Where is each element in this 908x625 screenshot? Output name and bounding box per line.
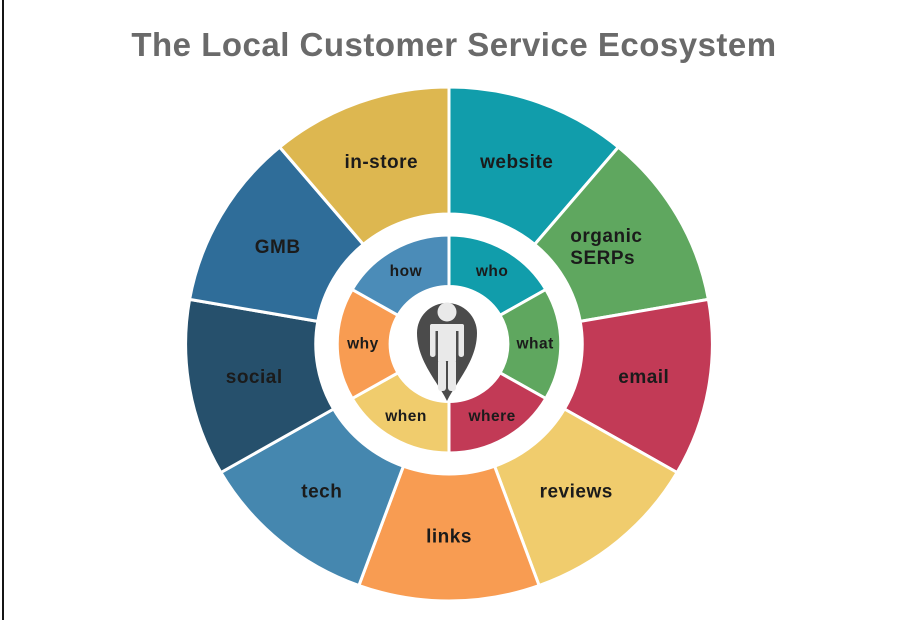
inner-segment-where-label: where	[467, 408, 515, 425]
person-icon	[430, 302, 464, 391]
page-title: The Local Customer Service Ecosystem	[131, 26, 777, 63]
outer-segment-links-label: links	[426, 527, 472, 548]
person-icon-part	[430, 324, 436, 357]
person-icon-part	[437, 302, 457, 322]
person-icon-part	[448, 359, 456, 391]
left-edge-line	[2, 0, 4, 620]
inner-segment-why-label: why	[346, 336, 379, 353]
outer-segment-email-label: email	[618, 367, 669, 388]
outer-segment-gmb-label: GMB	[255, 237, 301, 258]
person-location-pin-icon	[417, 302, 477, 401]
outer-segment-organic-serps-label-line: organic	[570, 226, 642, 247]
inner-segment-what-label: what	[515, 336, 553, 353]
person-icon-part	[438, 359, 446, 391]
outer-segment-in-store-label: in-store	[344, 152, 418, 173]
person-icon-part	[458, 324, 464, 357]
inner-segment-who-label: who	[475, 263, 509, 280]
outer-segment-tech-label: tech	[301, 481, 342, 502]
outer-segment-reviews-label: reviews	[540, 481, 613, 502]
person-icon-part	[438, 324, 456, 361]
outer-segment-website-label: website	[479, 152, 553, 173]
outer-segment-social-label: social	[226, 367, 283, 388]
inner-segment-when-label: when	[384, 408, 427, 425]
inner-segment-how-label: how	[390, 263, 423, 280]
outer-segment-in-store	[278, 85, 451, 246]
outer-segment-organic-serps-label-line: SERPs	[570, 248, 635, 269]
